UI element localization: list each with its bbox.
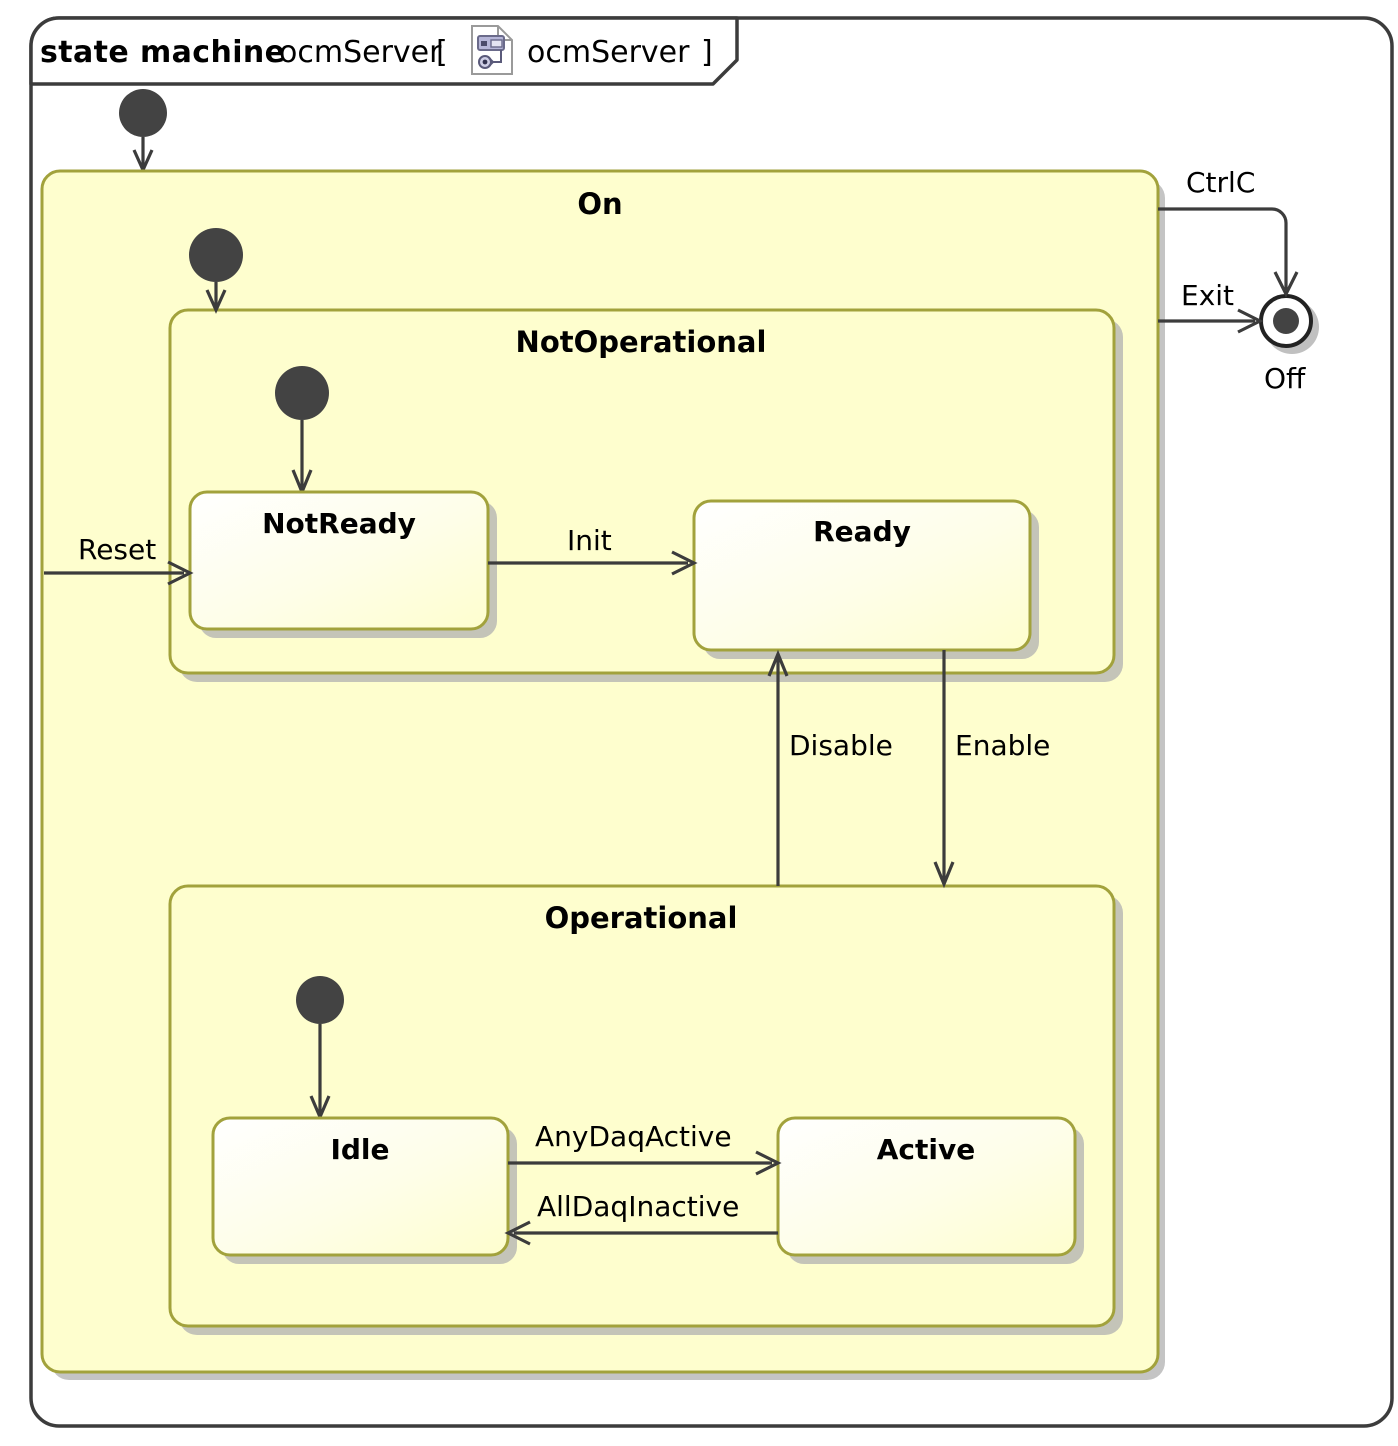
- initial-pseudostate-operational: [296, 976, 344, 1122]
- transition-init-label: Init: [567, 524, 612, 557]
- frame-icon-label: ocmServer: [527, 35, 690, 70]
- state-idle-label: Idle: [330, 1133, 389, 1166]
- transition-ctrlc-label: CtrlC: [1186, 166, 1255, 199]
- transition-all-daq-inactive[interactable]: [504, 1220, 778, 1246]
- transition-any-daq-active[interactable]: [508, 1150, 782, 1176]
- state-active[interactable]: [776, 1116, 1077, 1257]
- transition-ctrlc[interactable]: [1158, 207, 1299, 298]
- transition-all-daq-inactive-label: AllDaqInactive: [537, 1190, 739, 1223]
- transition-disable-label: Disable: [789, 729, 893, 762]
- frame-bracket-close: ]: [701, 35, 713, 70]
- frame-name-label: ocmServer: [279, 35, 442, 70]
- transition-any-daq-active-label: AnyDaqActive: [535, 1120, 732, 1153]
- state-idle[interactable]: [211, 1116, 510, 1257]
- initial-pseudostate-root: [119, 89, 167, 174]
- final-state-off[interactable]: [1259, 294, 1319, 354]
- state-ready[interactable]: [692, 499, 1032, 652]
- state-operational-label: Operational: [545, 901, 738, 935]
- transition-exit[interactable]: [1158, 308, 1264, 334]
- frame-kind-label: state machine: [40, 35, 285, 70]
- state-active-label: Active: [877, 1133, 976, 1166]
- transition-init[interactable]: [488, 550, 698, 576]
- transition-reset[interactable]: [44, 560, 194, 586]
- state-notready-label: NotReady: [262, 507, 416, 540]
- initial-pseudostate-on: [189, 228, 243, 314]
- transition-enable[interactable]: [933, 650, 955, 889]
- transition-enable-label: Enable: [955, 729, 1050, 762]
- frame-title-tab: [29, 16, 739, 86]
- transition-disable[interactable]: [767, 649, 789, 886]
- state-notready[interactable]: [188, 490, 490, 631]
- frame-bracket-open: [: [436, 35, 448, 70]
- state-notoperational-label: NotOperational: [516, 325, 767, 359]
- state-machine-diagram-icon: [471, 25, 513, 75]
- transition-exit-label: Exit: [1181, 279, 1234, 312]
- final-state-off-label: Off: [1264, 362, 1306, 395]
- state-on-label: On: [577, 187, 622, 221]
- state-ready-label: Ready: [813, 515, 911, 548]
- transition-reset-label: Reset: [78, 533, 156, 566]
